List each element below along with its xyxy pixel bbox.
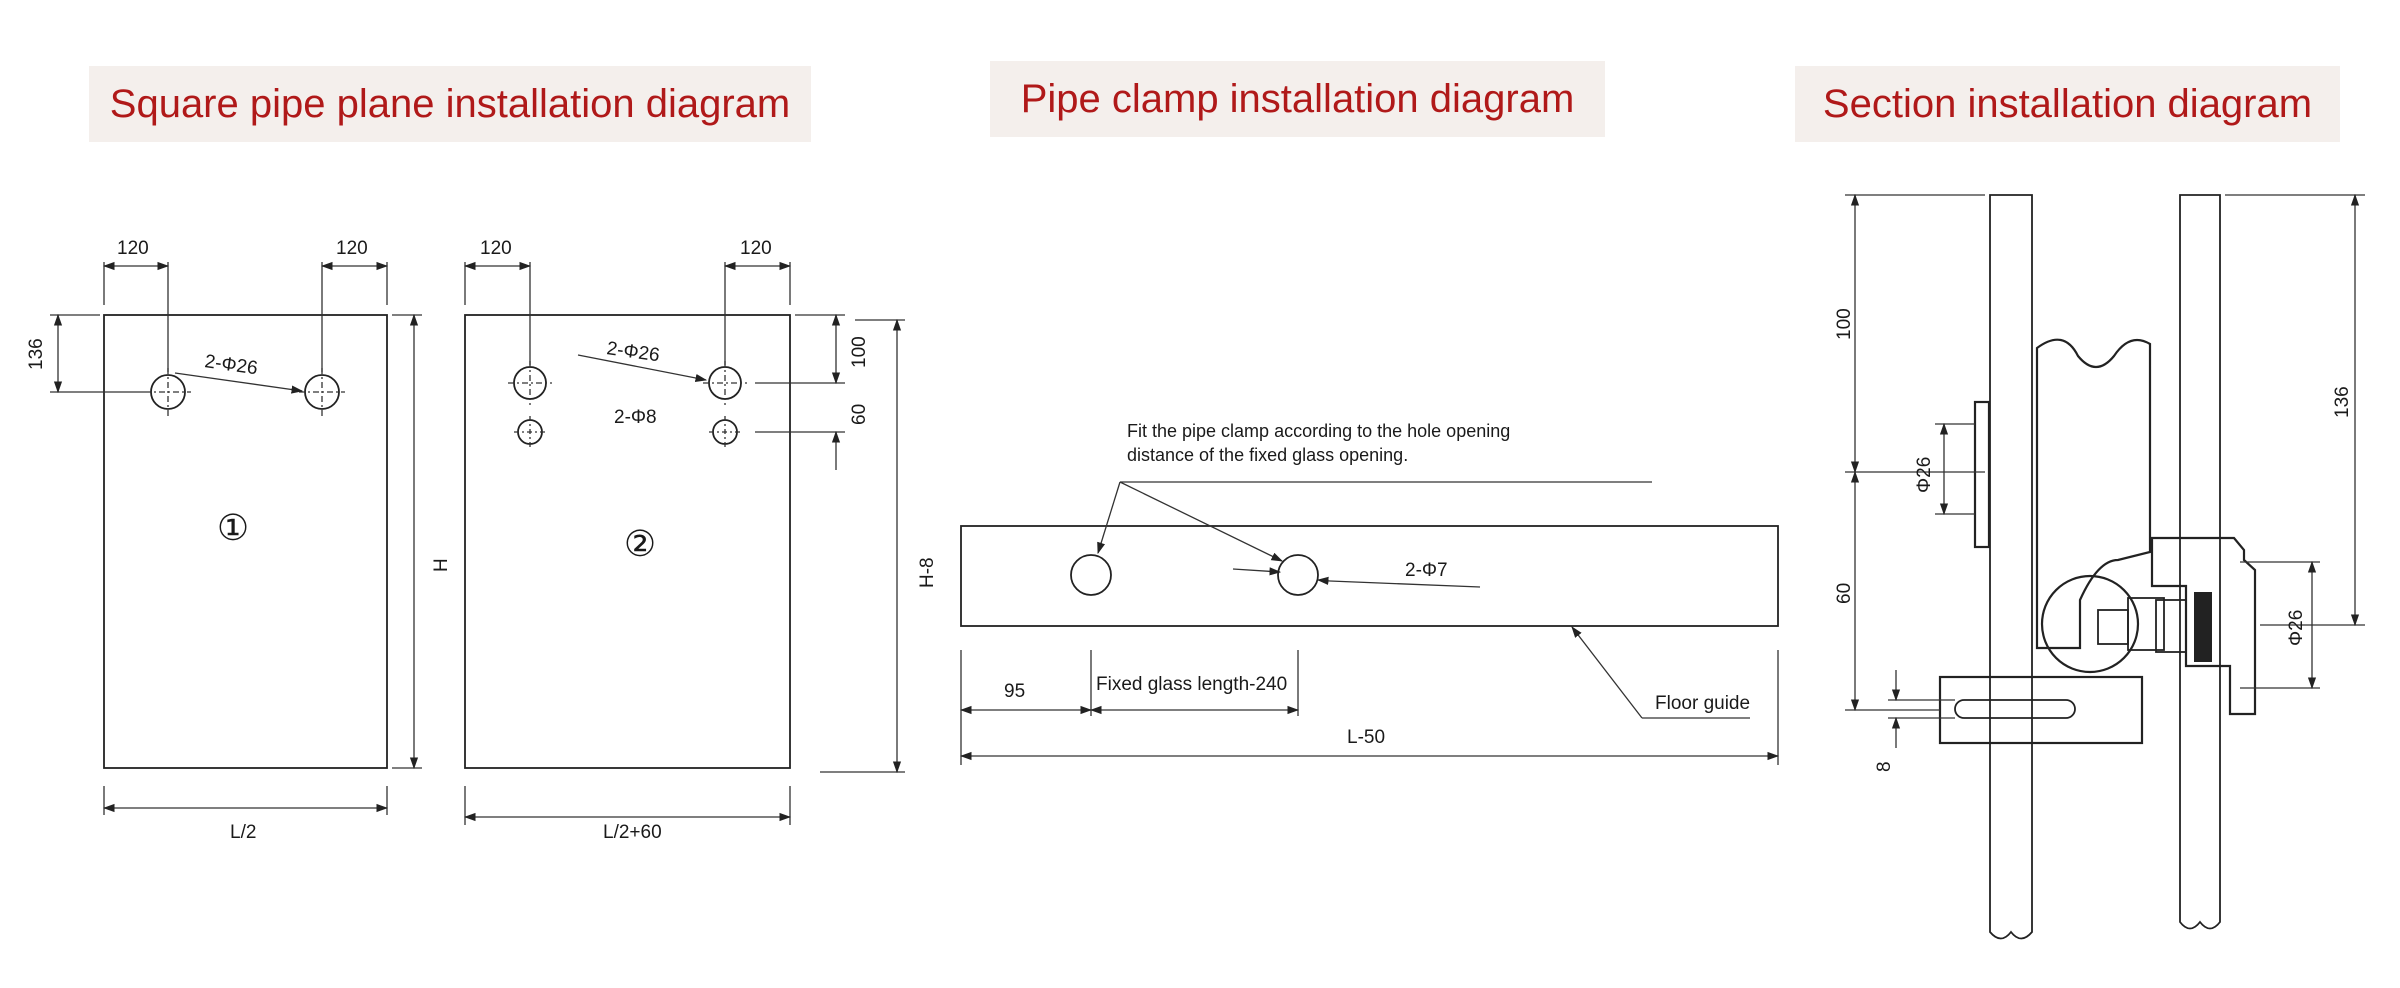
section-glass-right xyxy=(2179,194,2221,930)
title-pipe-clamp: Pipe clamp installation diagram xyxy=(990,61,1605,137)
clamp-note-line-1: Fit the pipe clamp according to the hole… xyxy=(1127,421,1510,441)
panel-2-dim-top-right: 120 xyxy=(740,238,772,259)
section-pad-left xyxy=(1973,400,1991,549)
section-dim-left-dia: Φ26 xyxy=(1914,457,1935,493)
panel-2-dim-side-lower: 60 xyxy=(849,404,870,425)
clamp-dim-offset: 95 xyxy=(1004,681,1025,702)
section-dim-left-lower: 60 xyxy=(1834,583,1855,604)
panel-1-hole-left xyxy=(145,368,191,416)
section-dim-right-dia: Φ26 xyxy=(2286,610,2307,646)
section-dim-left-upper: 100 xyxy=(1834,308,1855,340)
panel-2-hole-small-left xyxy=(514,416,546,448)
panel-2-number: ② xyxy=(624,523,656,564)
panel-2-hole-small-right xyxy=(709,416,741,448)
panel-2-dim-top-left: 120 xyxy=(480,238,512,259)
clamp-hole-right xyxy=(1277,554,1319,596)
section-bottom-guide xyxy=(1938,675,2144,745)
panel-1-number: ① xyxy=(217,507,249,548)
panel-2-dim-width: L/2+60 xyxy=(603,822,662,843)
section-clamp-right xyxy=(2150,536,2257,716)
panel-2-hole-large-right xyxy=(703,361,747,405)
panel-1-dim-height: H xyxy=(431,558,452,572)
section-roller xyxy=(2040,574,2140,674)
section-dim-left-bottom: 8 xyxy=(1874,761,1895,772)
panel-1-dim-top-right: 120 xyxy=(336,238,368,259)
pipe-clamp-diagram: Fit the pipe clamp according to the hole… xyxy=(959,421,1780,765)
clamp-dim-glass: Fixed glass length-240 xyxy=(1096,674,1287,695)
title-square-pipe: Square pipe plane installation diagram xyxy=(89,66,811,142)
panel-2-dim-side-upper: 100 xyxy=(849,336,870,368)
panel-2-hole-large-left xyxy=(508,361,552,405)
section-diagram: 100 60 Φ26 8 136 Φ26 xyxy=(1834,193,2365,940)
panel-1-dim-top-left: 120 xyxy=(117,238,149,259)
panel-1-holes-label: 2-Φ26 xyxy=(203,351,259,379)
panel-2: 2-Φ26 2-Φ8 120 120 100 60 H-8 L/2+60 ② xyxy=(463,238,938,843)
section-glass-left xyxy=(1989,194,2033,940)
panel-2-dim-height: H-8 xyxy=(917,557,938,588)
section-dim-right-upper: 136 xyxy=(2332,386,2353,418)
clamp-note-line-2: distance of the fixed glass opening. xyxy=(1127,445,1408,465)
panel-1-hole-right xyxy=(299,368,345,416)
clamp-hole-left xyxy=(1070,554,1112,596)
panel-1: 2-Φ26 120 120 136 H L/2 ① xyxy=(26,238,452,843)
panel-1-dim-width: L/2 xyxy=(230,822,256,843)
section-clamp-body xyxy=(2035,338,2152,650)
clamp-dim-total: L-50 xyxy=(1347,727,1385,748)
clamp-holes-label: 2-Φ7 xyxy=(1405,560,1448,581)
panel-2-holes-small-label: 2-Φ8 xyxy=(614,407,657,428)
floor-guide-label: Floor guide xyxy=(1655,693,1750,714)
panel-1-dim-side: 136 xyxy=(26,338,47,370)
title-section: Section installation diagram xyxy=(1795,66,2340,142)
